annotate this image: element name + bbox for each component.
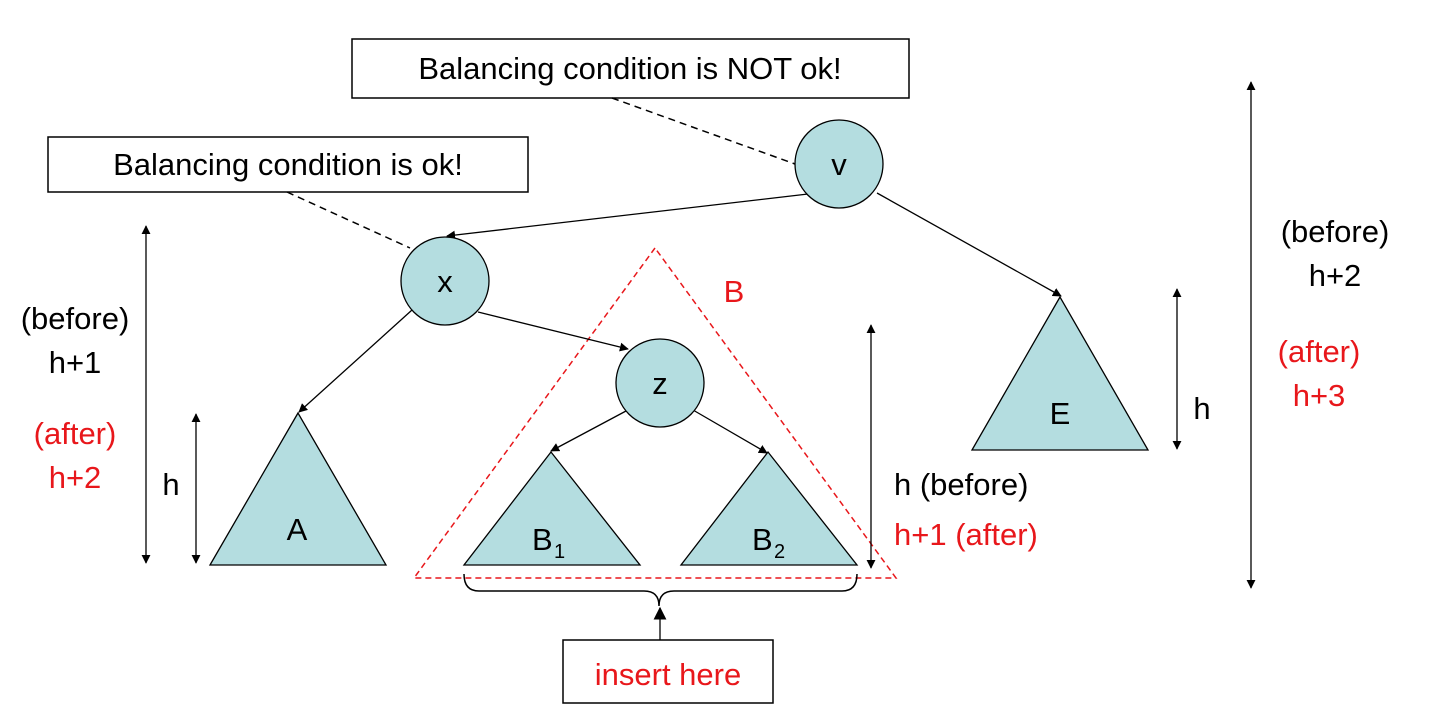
subtree-b2-label: B (752, 522, 773, 557)
subtree-b1-subscript: 1 (554, 541, 565, 563)
right-after-value: h+3 (1293, 378, 1346, 413)
edge-z-b2 (692, 409, 768, 454)
callout-ok-box (47, 136, 529, 193)
b-height-after: h+1 (after) (894, 517, 1038, 552)
callout-not-ok: Balancing condition is NOT ok! (351, 38, 910, 99)
edge-v-x (446, 193, 809, 240)
e-height-label: h (1193, 391, 1210, 426)
b-height-before: h (before) (894, 467, 1028, 502)
edge-x-z (477, 311, 629, 352)
right-before-value: h+2 (1309, 258, 1362, 293)
insert-brace (463, 573, 858, 607)
node-z-label: z (652, 366, 668, 401)
insert-here-callout: insert here (562, 639, 774, 704)
callout-not-ok-leader (611, 97, 796, 165)
callout-not-ok-box (351, 38, 910, 99)
callout-ok-text: Balancing condition is ok! (113, 147, 463, 182)
node-x-label: x (437, 264, 453, 299)
subtree-b-label: B (724, 274, 745, 309)
subtree-b1-triangle (462, 450, 642, 566)
a-height-label: h (162, 467, 179, 502)
subtree-b1: B 1 (462, 450, 642, 566)
edge-v-e (876, 192, 1062, 297)
insert-here-box (562, 639, 774, 704)
subtree-b2-subscript: 2 (774, 541, 785, 563)
subtree-b1-label: B (532, 522, 553, 557)
subtree-b-outline (412, 246, 898, 579)
callout-not-ok-text: Balancing condition is NOT ok! (418, 51, 841, 86)
node-z: z (615, 338, 705, 428)
edge-z-b1 (550, 410, 627, 452)
right-before-tag: (before) (1281, 214, 1390, 249)
subtree-b2: B 2 (679, 450, 859, 566)
callout-ok-leader (286, 191, 411, 249)
left-before-value: h+1 (49, 345, 102, 380)
node-v-label: v (831, 147, 847, 182)
subtree-a-label: A (287, 512, 308, 547)
insert-here-text: insert here (595, 657, 741, 692)
node-v-circle (794, 119, 884, 209)
callout-ok: Balancing condition is ok! (47, 136, 529, 193)
subtree-a: A (208, 411, 388, 566)
subtree-b2-triangle (679, 450, 859, 566)
node-x-circle (400, 236, 490, 326)
left-after-tag: (after) (34, 416, 117, 451)
node-v: v (794, 119, 884, 209)
subtree-a-triangle (208, 411, 388, 566)
node-z-circle (615, 338, 705, 428)
subtree-e-triangle (970, 295, 1150, 451)
left-after-value: h+2 (49, 460, 102, 495)
right-after-tag: (after) (1278, 334, 1361, 369)
left-before-tag: (before) (21, 301, 130, 336)
subtree-e-label: E (1050, 396, 1071, 431)
subtree-e: E (970, 295, 1150, 451)
edge-x-a (298, 309, 413, 413)
node-x: x (400, 236, 490, 326)
